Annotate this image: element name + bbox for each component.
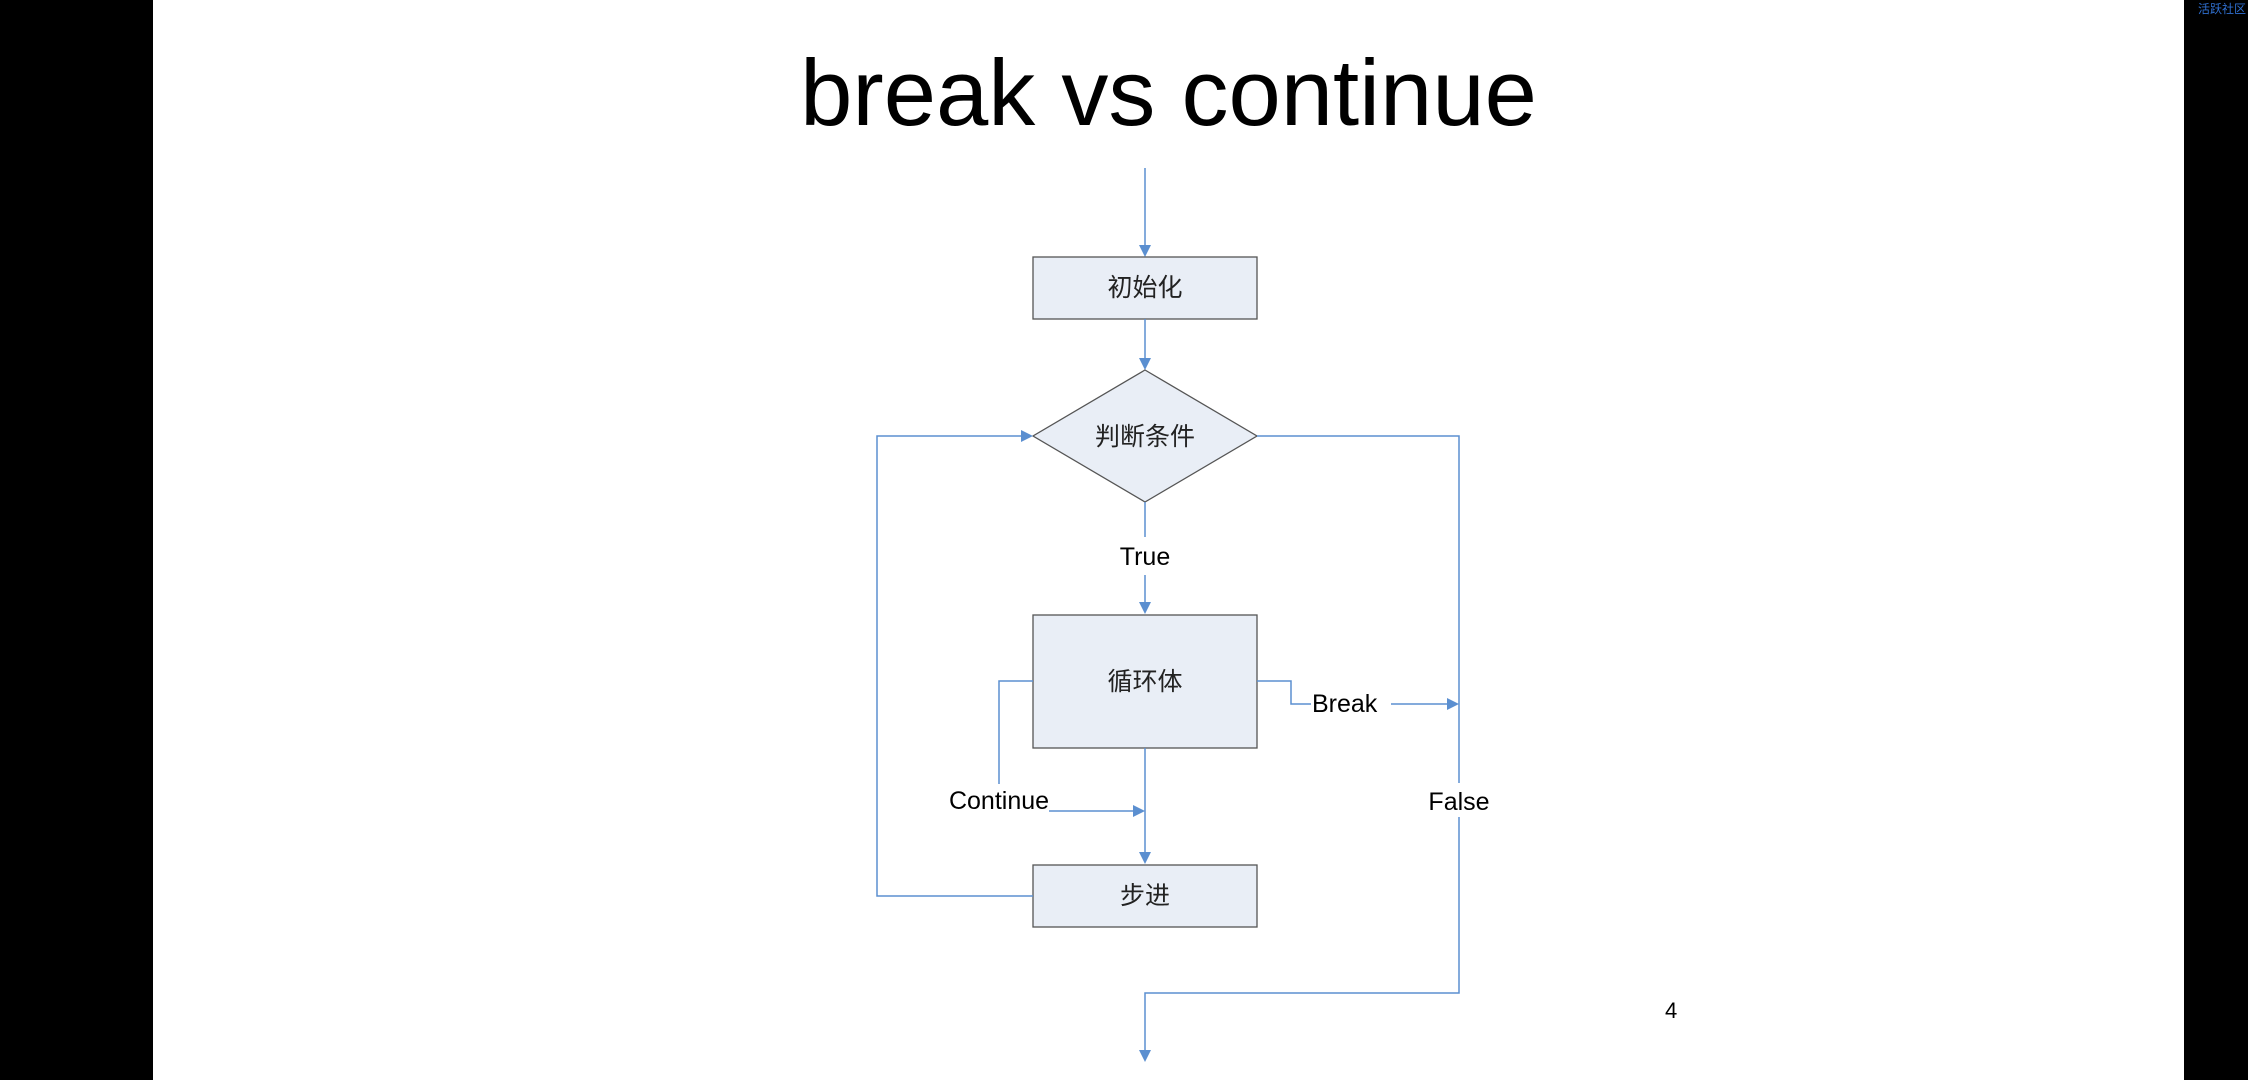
left-black-bar bbox=[0, 0, 153, 1080]
loop-back-edge bbox=[876, 430, 1033, 897]
slide-title: break vs continue bbox=[800, 40, 1537, 145]
false-label: False bbox=[1428, 788, 1489, 816]
init-node bbox=[1032, 256, 1258, 320]
continue-edge bbox=[998, 680, 1145, 817]
step-node-label: 步进 bbox=[1120, 881, 1170, 910]
slide: break vs continue 初始化 判断条件 True 循环体 Fals… bbox=[153, 0, 2184, 1080]
continue-label-bg bbox=[949, 784, 1049, 816]
page-number: 4 bbox=[1665, 998, 1678, 1023]
condition-node-label: 判断条件 bbox=[1095, 422, 1195, 451]
init-node-label: 初始化 bbox=[1107, 273, 1182, 302]
watermark-text: 活跃社区 bbox=[2197, 2, 2246, 16]
loop-body-node-label: 循环体 bbox=[1107, 667, 1182, 696]
false-label-bg bbox=[1423, 783, 1495, 817]
right-black-bar bbox=[2184, 0, 2248, 1080]
flowchart: 初始化 判断条件 True 循环体 False Break Continue 步… bbox=[876, 168, 1495, 1062]
continue-label: Continue bbox=[949, 787, 1049, 815]
false-edge bbox=[1139, 435, 1460, 1062]
step-node bbox=[1032, 864, 1258, 928]
true-label: True bbox=[1120, 543, 1170, 571]
break-label-bg bbox=[1311, 688, 1391, 720]
break-label: Break bbox=[1312, 690, 1378, 718]
